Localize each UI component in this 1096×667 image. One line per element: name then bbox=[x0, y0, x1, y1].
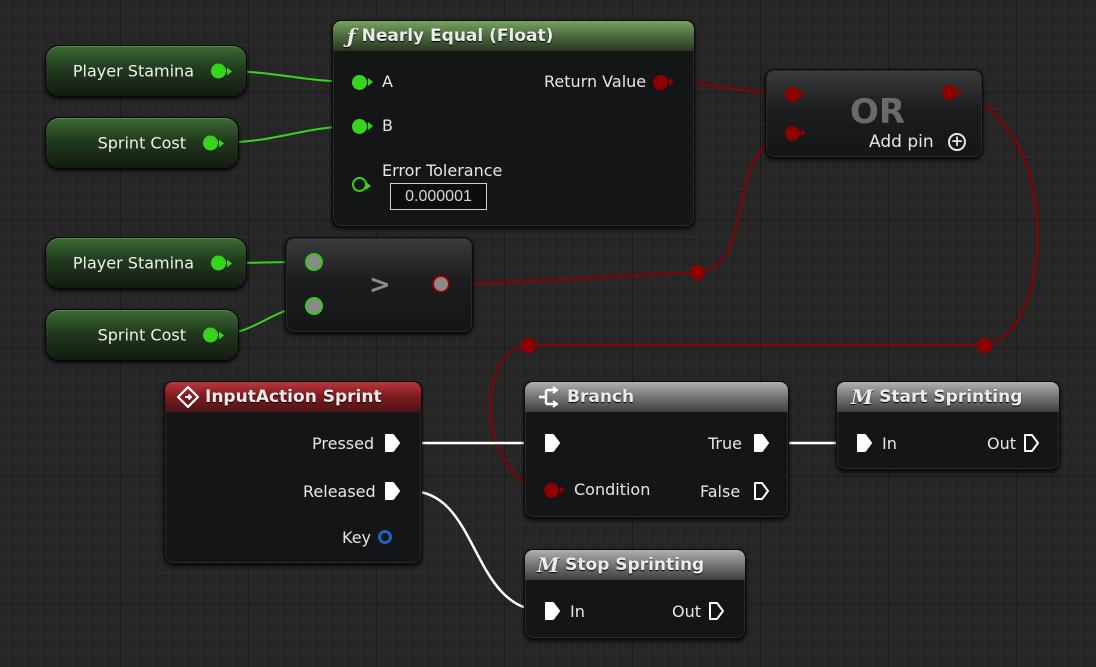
branch-exec-input[interactable] bbox=[544, 434, 561, 452]
node-title: Nearly Equal (Float) bbox=[361, 26, 554, 46]
pin-label-true: True bbox=[708, 434, 742, 453]
start-sprinting-exec-in[interactable] bbox=[856, 434, 873, 452]
input-pin-a[interactable] bbox=[352, 75, 373, 90]
variable-sprint-cost[interactable]: Sprint Cost bbox=[45, 309, 239, 361]
nearly-equal-node[interactable]: ƒ Nearly Equal (Float) bbox=[332, 20, 695, 227]
exec-output-pressed[interactable] bbox=[384, 434, 401, 452]
node-title: InputAction Sprint bbox=[205, 387, 382, 407]
pin-label-key: Key bbox=[342, 528, 372, 547]
output-pin-return-value[interactable] bbox=[653, 75, 674, 90]
or-node-title: OR bbox=[850, 92, 906, 132]
pin-label-pressed: Pressed bbox=[312, 434, 375, 453]
start-sprinting-node[interactable]: M Start Sprinting bbox=[836, 381, 1060, 470]
branch-node[interactable]: Branch bbox=[524, 381, 789, 518]
float-output-pin[interactable] bbox=[211, 255, 232, 271]
compare-input-pin-b[interactable] bbox=[305, 297, 323, 315]
pin-label-released: Released bbox=[303, 482, 376, 501]
add-pin-label[interactable]: Add pin bbox=[869, 132, 934, 152]
variable-label: Player Stamina bbox=[72, 253, 194, 273]
float-output-pin[interactable] bbox=[203, 327, 224, 343]
branch-icon bbox=[539, 386, 559, 408]
float-output-pin[interactable] bbox=[203, 135, 224, 151]
error-tolerance-input[interactable]: 0.000001 bbox=[390, 183, 487, 210]
function-icon: ƒ bbox=[347, 24, 356, 48]
compare-output-pin[interactable] bbox=[432, 275, 450, 293]
or-node[interactable] bbox=[765, 69, 983, 158]
reroute-knot[interactable] bbox=[521, 338, 536, 353]
greater-than-symbol: > bbox=[369, 270, 391, 300]
node-header[interactable]: M Start Sprinting bbox=[837, 382, 1059, 412]
plus-circle-icon[interactable]: + bbox=[948, 133, 966, 151]
or-input-pin-b[interactable] bbox=[785, 126, 806, 141]
variable-player-stamina[interactable]: Player Stamina bbox=[45, 237, 247, 289]
variable-player-stamina[interactable]: Player Stamina bbox=[45, 45, 247, 97]
stop-sprinting-exec-out[interactable] bbox=[708, 602, 725, 620]
macro-icon: M bbox=[851, 385, 874, 409]
variable-label: Sprint Cost bbox=[97, 133, 186, 153]
branch-condition-pin[interactable] bbox=[544, 483, 565, 498]
node-header[interactable]: InputAction Sprint bbox=[165, 382, 421, 412]
pin-label-condition: Condition bbox=[574, 480, 651, 499]
stop-sprinting-exec-in[interactable] bbox=[544, 602, 561, 620]
reroute-knot[interactable] bbox=[690, 265, 705, 280]
pin-label-error-tolerance: Error Tolerance bbox=[382, 161, 503, 180]
node-title: Start Sprinting bbox=[879, 387, 1023, 407]
node-header[interactable]: ƒ Nearly Equal (Float) bbox=[333, 21, 694, 51]
node-header[interactable]: Branch bbox=[525, 382, 788, 412]
variable-sprint-cost[interactable]: Sprint Cost bbox=[45, 117, 239, 169]
pin-label-a: A bbox=[382, 72, 393, 91]
node-title: Branch bbox=[567, 387, 635, 407]
exec-output-released[interactable] bbox=[384, 482, 401, 500]
compare-input-pin-a[interactable] bbox=[305, 253, 323, 271]
pin-label-false: False bbox=[700, 482, 741, 501]
pin-label-out: Out bbox=[672, 602, 702, 621]
node-title: Stop Sprinting bbox=[565, 555, 705, 575]
input-pin-error-tolerance[interactable] bbox=[352, 177, 371, 192]
branch-exec-false[interactable] bbox=[753, 482, 770, 500]
variable-label: Sprint Cost bbox=[97, 325, 186, 345]
or-output-pin[interactable] bbox=[942, 85, 963, 100]
branch-exec-true[interactable] bbox=[753, 434, 770, 452]
variable-label: Player Stamina bbox=[72, 61, 194, 81]
input-pin-b[interactable] bbox=[352, 119, 373, 134]
wire-released-to-stop bbox=[408, 489, 547, 613]
event-diamond-icon bbox=[177, 386, 199, 408]
pin-label-in: In bbox=[570, 602, 585, 621]
start-sprinting-exec-out[interactable] bbox=[1023, 434, 1040, 452]
macro-icon: M bbox=[537, 553, 560, 577]
float-output-pin[interactable] bbox=[211, 63, 232, 79]
reroute-knot[interactable] bbox=[977, 338, 992, 353]
stop-sprinting-node[interactable]: M Stop Sprinting bbox=[524, 549, 746, 639]
pin-label-in: In bbox=[882, 434, 897, 453]
pin-label-b: B bbox=[382, 116, 393, 135]
key-output-pin[interactable] bbox=[378, 530, 392, 544]
node-header[interactable]: M Stop Sprinting bbox=[525, 550, 745, 580]
pin-label-return-value: Return Value bbox=[544, 72, 647, 91]
pin-label-out: Out bbox=[987, 434, 1017, 453]
or-input-pin-a[interactable] bbox=[785, 87, 806, 102]
